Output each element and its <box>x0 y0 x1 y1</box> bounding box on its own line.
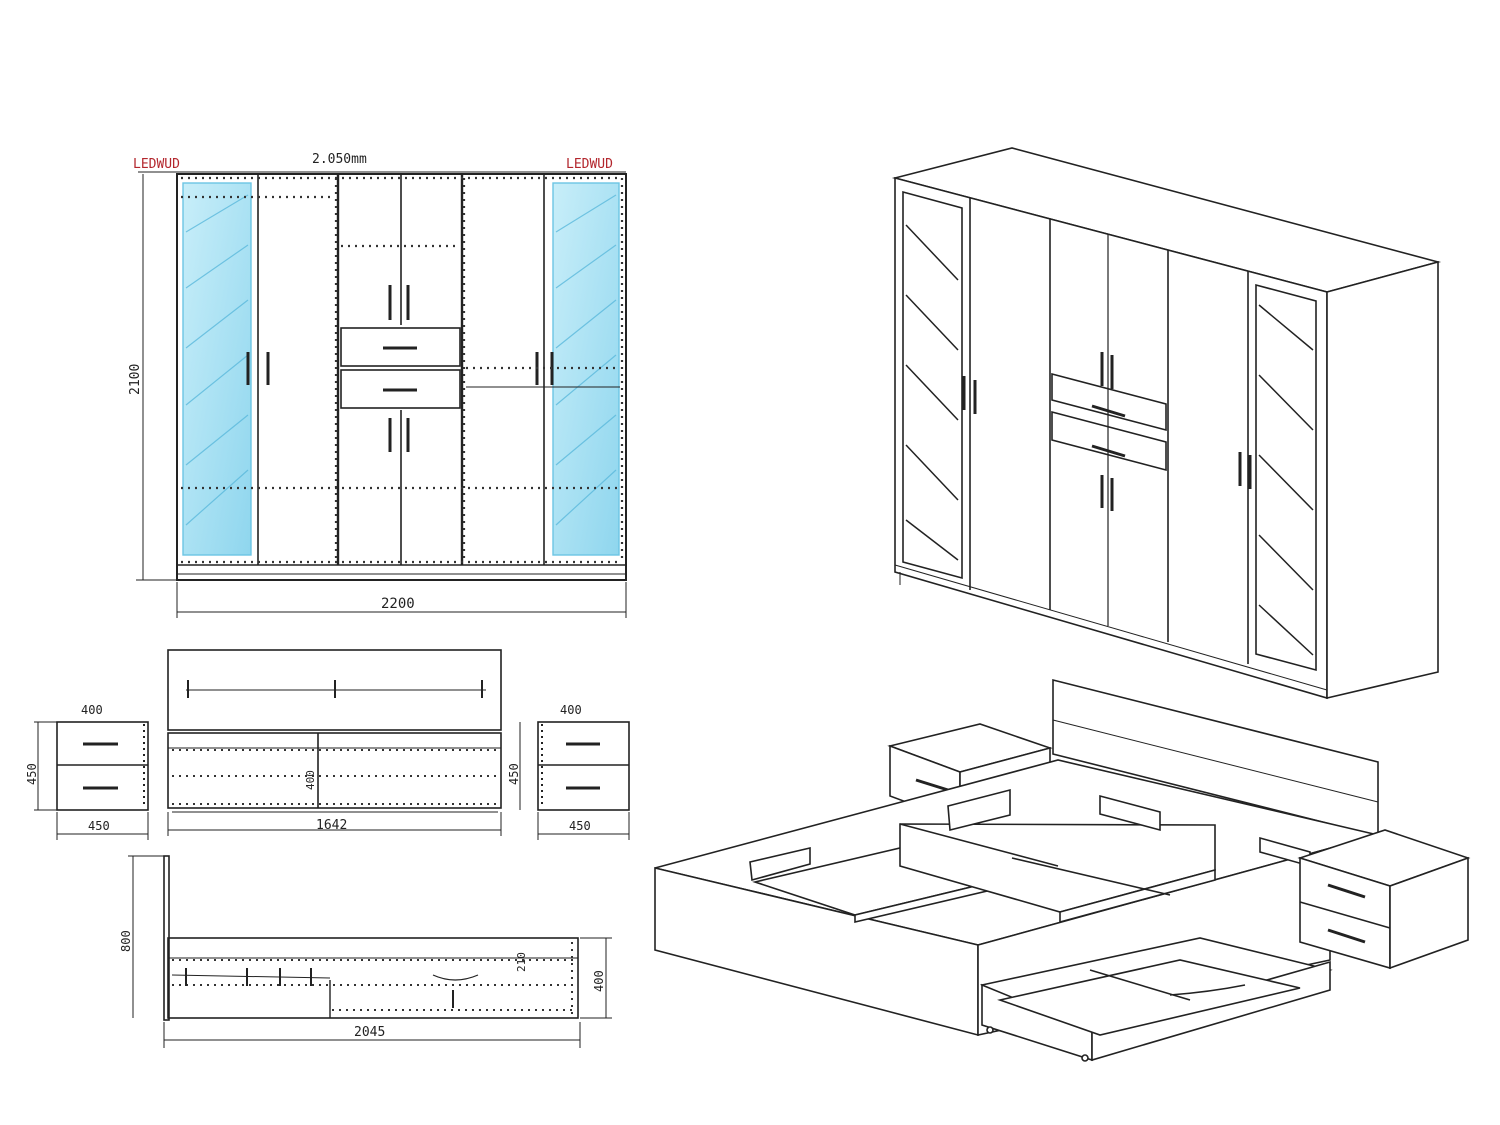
bed-inner-height-label: 400 <box>304 770 317 790</box>
right-nightstand-front: 400 450 450 <box>507 703 630 840</box>
right-nightstand-width-label: 450 <box>569 819 591 833</box>
bed-frame-front <box>167 732 502 809</box>
wardrobe-drawer-bottom <box>340 369 461 409</box>
iso-left-mirror <box>902 190 963 580</box>
wardrobe-left-label: LEDWUD <box>133 157 180 172</box>
wardrobe-isometric-view <box>891 147 1442 700</box>
bed-isometric-view <box>654 678 1471 1062</box>
bed-side-view: 210 800 400 2045 <box>119 855 612 1048</box>
left-nightstand-top-label: 400 <box>81 703 103 717</box>
bed-side-inner-label: 210 <box>515 952 528 972</box>
bed-side-length-label: 2045 <box>354 1025 385 1040</box>
bed-front-view: 400 1642 400 450 450 400 <box>25 649 630 840</box>
wardrobe-top-label: 2.050mm <box>312 152 367 167</box>
iso-right-mirror <box>1255 283 1317 672</box>
bed-width-label: 1642 <box>316 818 347 833</box>
bed-headboard-front <box>167 649 502 731</box>
left-mirror-panel <box>182 182 252 556</box>
wardrobe-height-label: 2100 <box>128 364 143 395</box>
left-nightstand-front: 400 450 450 <box>25 703 149 840</box>
bed-side-frame <box>167 937 579 1019</box>
wardrobe-front-view: LEDWUD 2.050mm LEDWUD <box>128 152 627 618</box>
left-nightstand-width-label: 450 <box>88 819 110 833</box>
wardrobe-width-label: 2200 <box>381 596 415 612</box>
wardrobe-drawer-top <box>340 327 461 367</box>
wardrobe-right-label: LEDWUD <box>566 157 613 172</box>
right-nightstand-top-label: 400 <box>560 703 582 717</box>
bed-side-right-height-label: 400 <box>592 970 606 992</box>
left-nightstand-height-label: 450 <box>25 763 39 785</box>
bed-side-height-label: 800 <box>119 930 133 952</box>
right-nightstand-height-label: 450 <box>507 763 521 785</box>
